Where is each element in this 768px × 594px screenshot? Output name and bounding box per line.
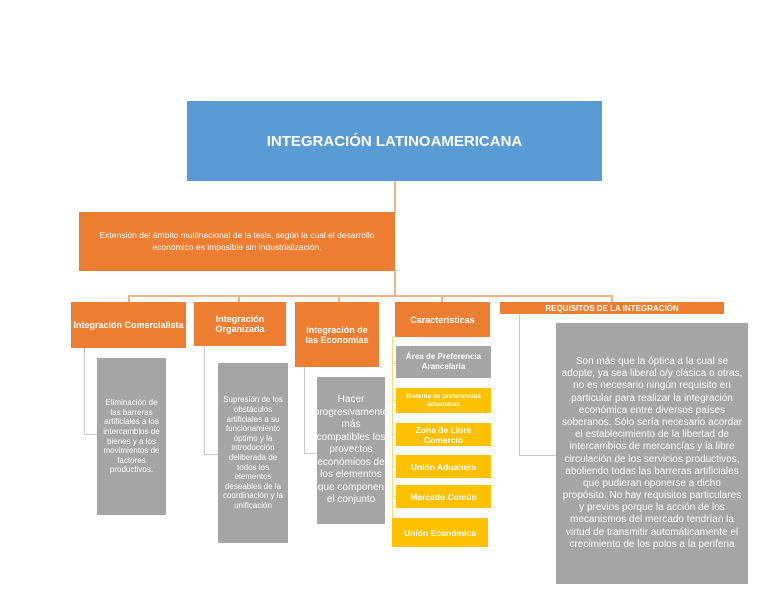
branch-comercialista-title: Integración Comercialista (73, 320, 184, 330)
caracteristica-item-6: Unión Económica (392, 518, 488, 547)
connector-drop-4 (441, 295, 443, 303)
caracteristica-item-1: Área de Preferencia Arancelaria (396, 346, 491, 378)
connector-v-4 (519, 314, 520, 456)
caracteristica-item-2: Sistema de preferencias aduaneras (396, 388, 491, 413)
root-title: INTEGRACIÓN LATINOAMERICANA (266, 132, 523, 150)
connector-intro-bus (394, 270, 396, 296)
connector-drop-5 (611, 295, 613, 303)
connector-root-intro (394, 180, 396, 212)
intro-box: Extensión del ámbito multinacional de la… (79, 212, 395, 271)
branch-economias-desc: Hacer progresivamente más compatibles lo… (313, 394, 389, 506)
connector-drop-1 (128, 295, 130, 303)
connector-h-5b (392, 400, 396, 401)
branch-comercialista-desc: Eliminación de las barreras artificiales… (103, 398, 160, 475)
connector-h-4 (519, 455, 557, 456)
connector-h-3 (304, 453, 318, 454)
branch-requisitos-desc: Son más que la óptica a la cual se adopt… (561, 356, 743, 550)
branch-organizada-desc-box: Supresión de los obstáculos artificiales… (218, 363, 288, 543)
connector-v-3 (304, 366, 305, 454)
connector-h-5c (392, 434, 396, 435)
connector-v-2 (204, 345, 205, 455)
connector-h-5d (392, 466, 396, 467)
caracteristica-item-3-label: Zona de Libre Comercio (415, 424, 472, 445)
branch-requisitos-title: REQUISITOS DE LA INTEGRACIÓN (545, 303, 679, 313)
connector-bus (128, 295, 612, 297)
branch-economias-box: Integración de las Economías (295, 302, 379, 367)
branch-comercialista-box: Integración Comercialista (71, 302, 186, 348)
branch-comercialista-desc-box: Eliminación de las barreras artificiales… (97, 358, 166, 515)
connector-h-5e (392, 496, 396, 497)
connector-h-5a (392, 363, 396, 364)
branch-caracteristicas-box: Características (395, 302, 490, 337)
caracteristica-item-5-label: Mercado Común (410, 491, 477, 502)
branch-organizada-title: Integración Organizada (215, 314, 265, 334)
caracteristica-item-5: Mercado Común (396, 485, 491, 508)
branch-organizada-desc: Supresión de los obstáculos artificiales… (222, 395, 284, 510)
branch-requisitos-desc-box: Son más que la óptica a la cual se adopt… (556, 323, 748, 584)
branch-caracteristicas-title: Características (410, 314, 475, 325)
connector-h-2 (204, 454, 218, 455)
branch-economias-title: Integración de las Economías (305, 324, 369, 345)
branch-requisitos-box: REQUISITOS DE LA INTEGRACIÓN (500, 302, 724, 314)
caracteristica-item-4: Unión Aduanera (396, 455, 491, 478)
caracteristica-item-1-label: Área de Preferencia Arancelaria (405, 352, 482, 371)
root-title-box: INTEGRACIÓN LATINOAMERICANA (187, 101, 602, 181)
caracteristica-item-2-label: Sistema de preferencias aduaneras (406, 393, 481, 408)
intro-text: Extensión del ámbito multinacional de la… (99, 230, 375, 252)
branch-organizada-box: Integración Organizada (194, 302, 286, 346)
caracteristica-item-6-label: Unión Económica (404, 527, 476, 538)
connector-drop-3 (338, 295, 340, 303)
connector-drop-2 (238, 295, 240, 303)
caracteristica-item-3: Zona de Libre Comercio (396, 423, 491, 446)
branch-economias-desc-box: Hacer progresivamente más compatibles lo… (313, 377, 389, 524)
connector-h-1 (84, 434, 98, 435)
connector-v-1 (84, 347, 85, 435)
caracteristica-item-4-label: Unión Aduanera (410, 461, 477, 472)
